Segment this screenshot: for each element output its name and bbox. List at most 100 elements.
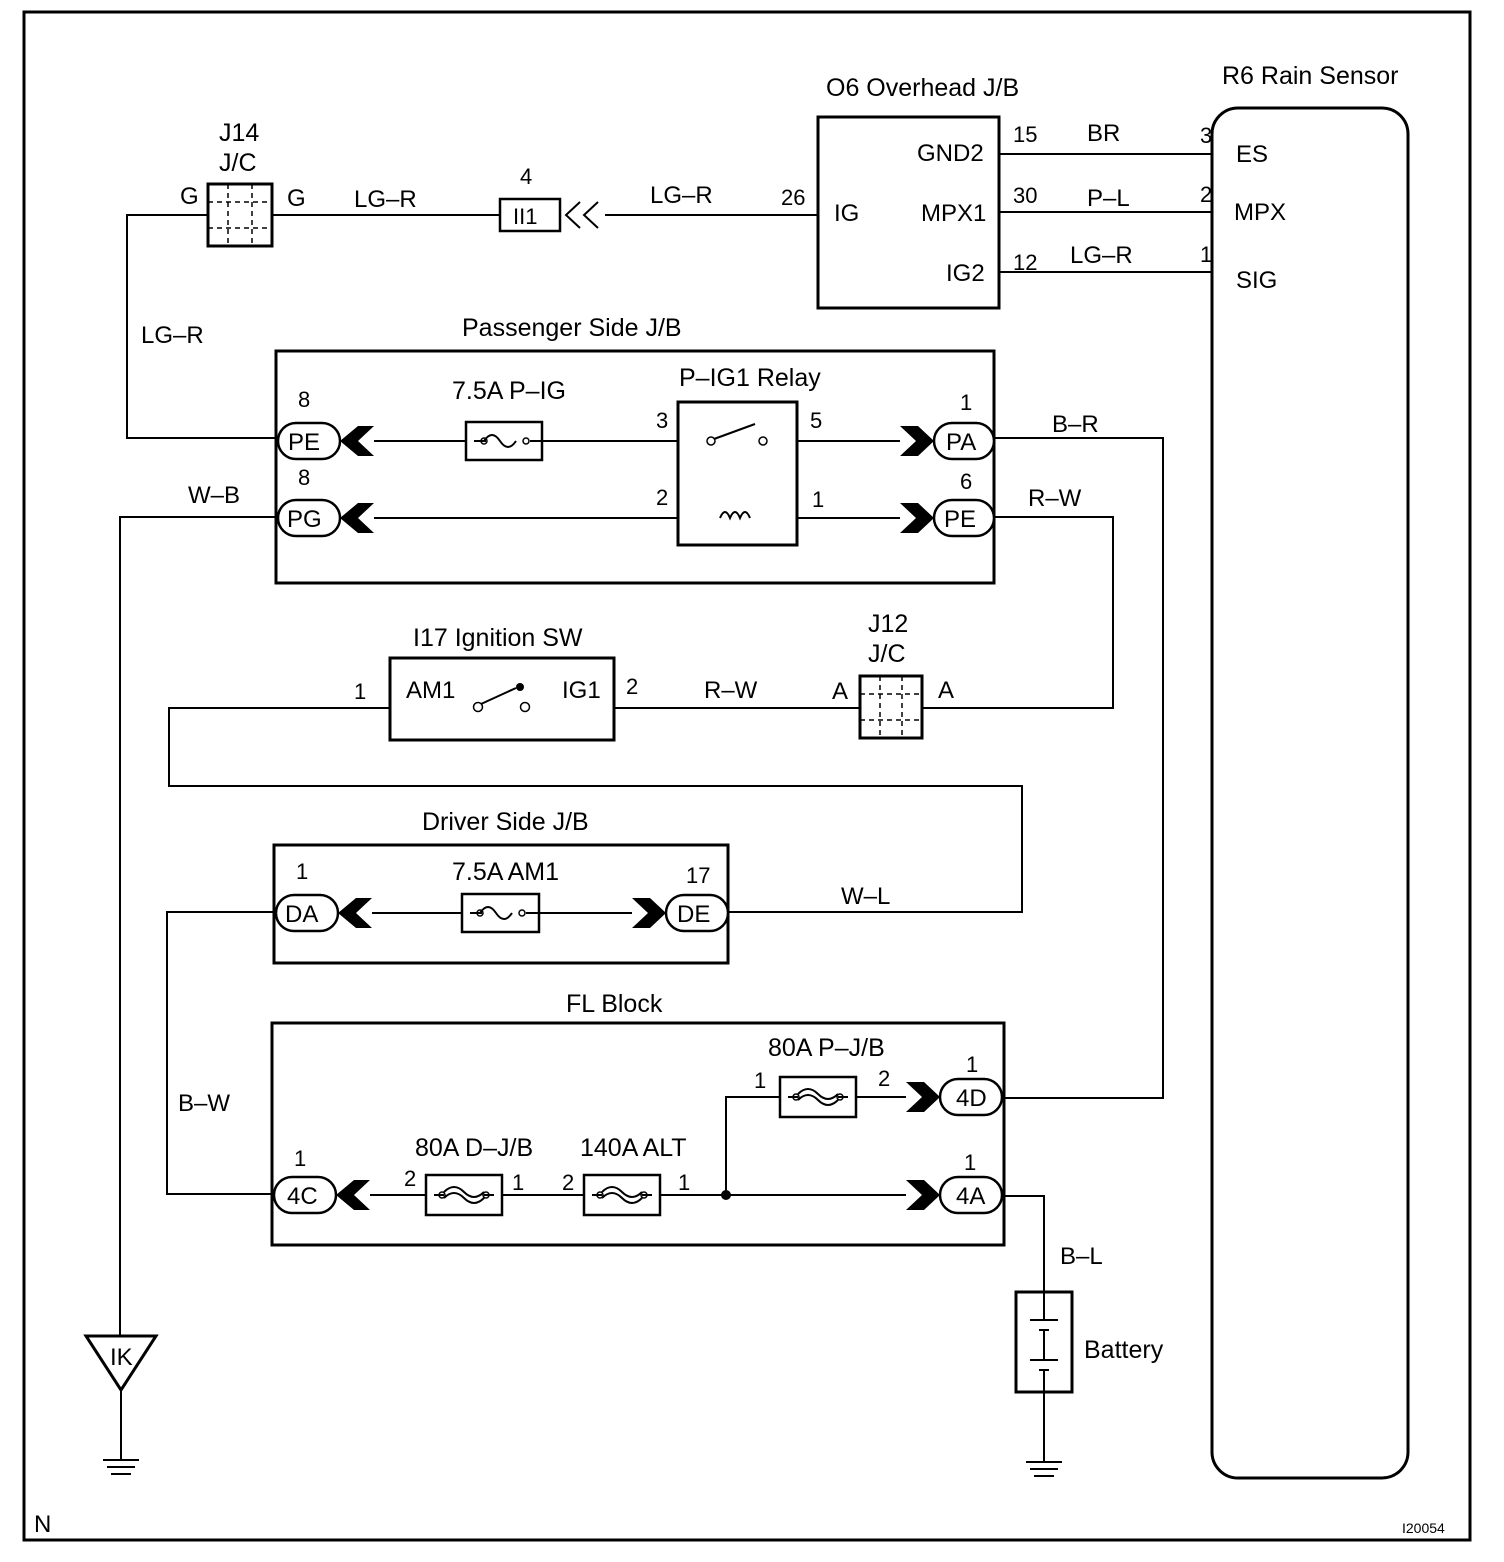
pin-relay-2: 2 <box>656 485 668 510</box>
j12-joint-connector: J12 J/C A A <box>832 610 954 740</box>
pin-r6-1: 1 <box>1200 242 1212 267</box>
o6-mpx1-label: MPX1 <box>921 200 986 227</box>
connector-pg8-label: PG <box>287 506 322 533</box>
wire-am1-loop <box>168 707 1023 913</box>
corner-label-n: N <box>34 1511 51 1538</box>
pin-4c-1: 1 <box>294 1146 306 1171</box>
connector-de <box>664 893 730 933</box>
wire-label-wb: W–B <box>188 482 240 509</box>
battery-label: Battery <box>1084 1336 1164 1364</box>
pin-o6-30: 30 <box>1013 183 1037 208</box>
pin-pjb-2: 2 <box>878 1066 890 1091</box>
pin-o6-26: 26 <box>781 185 805 210</box>
passenger-jb-title: Passenger Side J/B <box>462 314 682 342</box>
connector-da-label: DA <box>285 901 318 928</box>
r6-mpx-label: MPX <box>1234 199 1286 226</box>
connector-arrow-icon <box>340 426 374 456</box>
ignition-switch: I17 Ignition SW AM1 IG1 1 2 <box>354 624 638 742</box>
fuse-pig-label: 7.5A P–IG <box>452 377 566 405</box>
driver-jb-box <box>272 843 730 965</box>
ground-point-ik: IK <box>83 1334 159 1475</box>
fuse-am1-label: 7.5A AM1 <box>452 858 559 886</box>
pin-ii1-4: 4 <box>520 164 532 189</box>
switch-contact-icon <box>472 701 484 713</box>
pin-da-1: 1 <box>296 859 308 884</box>
pin-4d-1: 1 <box>966 1052 978 1077</box>
fl-block-box <box>270 1021 1006 1247</box>
relay-coil-icon <box>719 511 751 521</box>
fuse-djb-label: 80A D–J/B <box>415 1134 533 1162</box>
o6-ig2-label: IG2 <box>946 260 985 287</box>
j12-subtitle: J/C <box>868 640 906 668</box>
connector-pa1 <box>932 421 996 461</box>
pin-pe8: 8 <box>298 387 310 412</box>
wire-label-br-r: B–R <box>1052 411 1099 438</box>
wire-wb <box>119 516 278 1336</box>
j14-subtitle: J/C <box>219 149 257 177</box>
connector-ii1-label: II1 <box>513 204 537 229</box>
pin-pa1: 1 <box>960 390 972 415</box>
connector-arrow-icon <box>632 898 666 928</box>
ignition-am1-label: AM1 <box>406 677 455 704</box>
pin-relay-5: 5 <box>810 408 822 433</box>
connector-pe6-label: PE <box>944 506 976 533</box>
j12-title: J12 <box>868 610 908 638</box>
fl-block: FL Block 80A P–J/B 1 2 4D 1 4C 1 80A D–J… <box>270 990 1006 1247</box>
wire-lgr-left <box>126 214 278 439</box>
junction-dot <box>721 1190 731 1200</box>
pin-djb-1: 1 <box>512 1170 524 1195</box>
pin-pjb-1: 1 <box>754 1068 766 1093</box>
o6-title: O6 Overhead J/B <box>826 74 1019 102</box>
passenger-side-jb: Passenger Side J/B PE 8 7.5A P–IG P–IG1 … <box>274 314 996 585</box>
ignition-ig1-label: IG1 <box>562 677 601 704</box>
j14-left-pin: G <box>180 183 199 210</box>
r6-box <box>1210 106 1410 1480</box>
fuse-pjb-label: 80A P–J/B <box>768 1034 885 1062</box>
battery: Battery <box>1014 1290 1164 1394</box>
relay-contact-icon <box>706 436 716 446</box>
driver-side-jb: Driver Side J/B DA 1 7.5A AM1 DE 17 <box>272 808 730 965</box>
pin-r6-3: 3 <box>1200 123 1212 148</box>
connector-4d-label: 4D <box>956 1085 987 1112</box>
pin-r6-2: 2 <box>1200 182 1212 207</box>
r6-rain-sensor: R6 Rain Sensor ES MPX SIG <box>1210 62 1410 1480</box>
connector-4d <box>938 1077 1004 1117</box>
passenger-jb-box <box>274 349 996 585</box>
wire-label-lgr-2: LG–R <box>650 182 713 209</box>
pin-alt-1: 1 <box>678 1170 690 1195</box>
ground-ik-label: IK <box>110 1344 133 1371</box>
connector-arrow-icon <box>900 503 934 533</box>
pin-ign-1: 1 <box>354 679 366 704</box>
connector-pe8-label: PE <box>288 429 320 456</box>
r6-es-label: ES <box>1236 141 1268 168</box>
pin-pg8: 8 <box>298 465 310 490</box>
o6-gnd2-label: GND2 <box>917 140 984 167</box>
pin-de-17: 17 <box>686 863 710 888</box>
fl-block-title: FL Block <box>566 990 663 1018</box>
pin-relay-1: 1 <box>812 487 824 512</box>
connector-4a-label: 4A <box>956 1183 985 1210</box>
pin-djb-2: 2 <box>404 1166 416 1191</box>
ignition-title: I17 Ignition SW <box>413 624 583 652</box>
wire-label-bl: B–L <box>1060 1243 1103 1270</box>
wire-label-lgr-sig: LG–R <box>1070 242 1133 269</box>
j14-right-pin: G <box>287 185 306 212</box>
connector-arrow-icon <box>906 1082 940 1112</box>
pin-o6-12: 12 <box>1013 250 1037 275</box>
wire-rw-2 <box>922 516 1114 709</box>
j12-right-pin: A <box>938 677 954 704</box>
fuse-alt-label: 140A ALT <box>580 1134 687 1162</box>
pin-o6-15: 15 <box>1013 122 1037 147</box>
wire-label-bw: B–W <box>178 1090 230 1117</box>
pin-alt-2: 2 <box>562 1170 574 1195</box>
connector-arrow-icon <box>338 898 372 928</box>
wire-label-lgr-left: LG–R <box>141 322 204 349</box>
r6-sig-label: SIG <box>1236 267 1277 294</box>
pin-relay-3: 3 <box>656 408 668 433</box>
wire-bl <box>1002 1195 1045 1292</box>
j14-title: J14 <box>219 119 259 147</box>
chevron-icon <box>564 201 581 229</box>
connector-de-label: DE <box>677 901 710 928</box>
wire-label-pl: P–L <box>1087 185 1130 212</box>
